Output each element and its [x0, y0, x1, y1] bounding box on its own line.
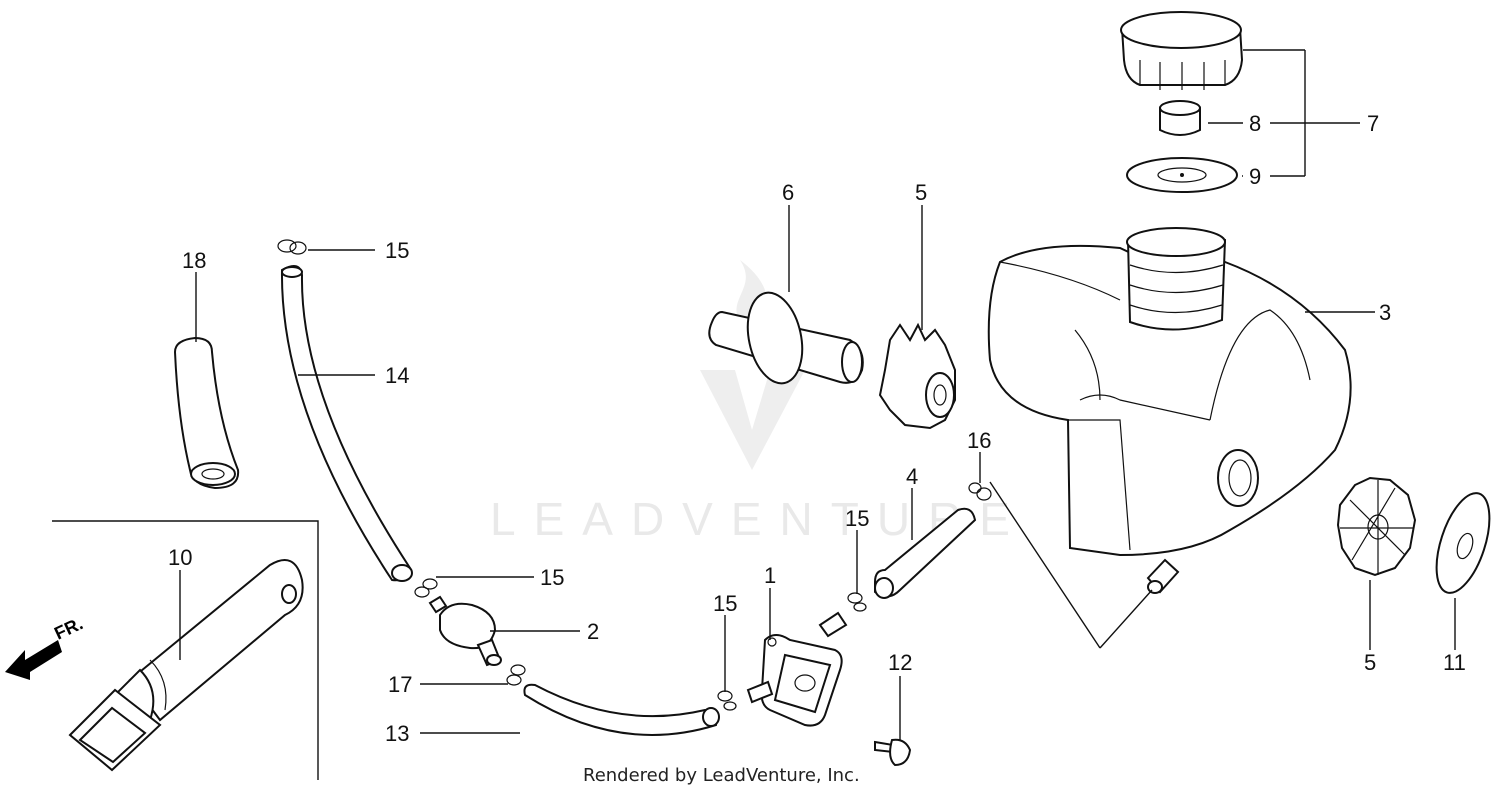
washer [1435, 492, 1491, 594]
leader-lines [179, 49, 1456, 740]
fuel-hose-long [280, 265, 413, 582]
direction-label: FR. [51, 613, 86, 643]
front-direction-indicator: FR. [5, 613, 86, 680]
fuel-valve [746, 611, 848, 727]
callout-4: 4 [906, 464, 918, 489]
callout-12: 12 [888, 650, 912, 675]
fuel-cap-assembly [1120, 11, 1244, 193]
grommet-right [1336, 476, 1417, 577]
callout-3: 3 [1379, 300, 1391, 325]
callout-11: 11 [1443, 650, 1466, 675]
callout-15-top: 15 [385, 238, 409, 263]
callout-7: 7 [1367, 111, 1379, 136]
callout-labels: 1 2 3 4 5 5 6 7 8 9 10 11 12 13 14 15 15… [168, 111, 1466, 746]
watermark-logo [700, 260, 805, 470]
callout-18: 18 [182, 248, 206, 273]
callout-16: 16 [967, 428, 991, 453]
watermark-text: LEADVENTURE [490, 493, 1028, 545]
callout-15-hose: 15 [845, 506, 869, 531]
grommet-left [878, 322, 956, 430]
inset-frame [52, 520, 319, 780]
callout-13: 13 [385, 721, 409, 746]
arrow-left-icon [5, 640, 62, 680]
tool-wrench [68, 559, 304, 772]
short-tube [173, 336, 240, 490]
fuel-hose-short [874, 507, 977, 599]
fuel-filter [428, 595, 502, 667]
callout-5-upper: 5 [915, 180, 927, 205]
callout-17: 17 [388, 672, 412, 697]
callout-1: 1 [764, 563, 776, 588]
callout-14: 14 [385, 363, 409, 388]
callout-5-lower: 5 [1364, 650, 1376, 675]
callout-10: 10 [168, 545, 192, 570]
callout-8: 8 [1249, 111, 1261, 136]
callout-15-filter: 15 [540, 565, 564, 590]
callout-6: 6 [782, 180, 794, 205]
pipe-fitting [708, 291, 864, 385]
footer-credit: Rendered by LeadVenture, Inc. [583, 765, 860, 786]
hose-clips [277, 239, 992, 711]
fuel-hose-lower [523, 683, 720, 736]
fuel-tank [987, 227, 1352, 594]
watermark: LEADVENTURE [490, 260, 1028, 545]
bolt [874, 738, 912, 767]
callout-2: 2 [587, 619, 599, 644]
callout-9: 9 [1249, 164, 1261, 189]
callout-15-valve: 15 [713, 591, 737, 616]
